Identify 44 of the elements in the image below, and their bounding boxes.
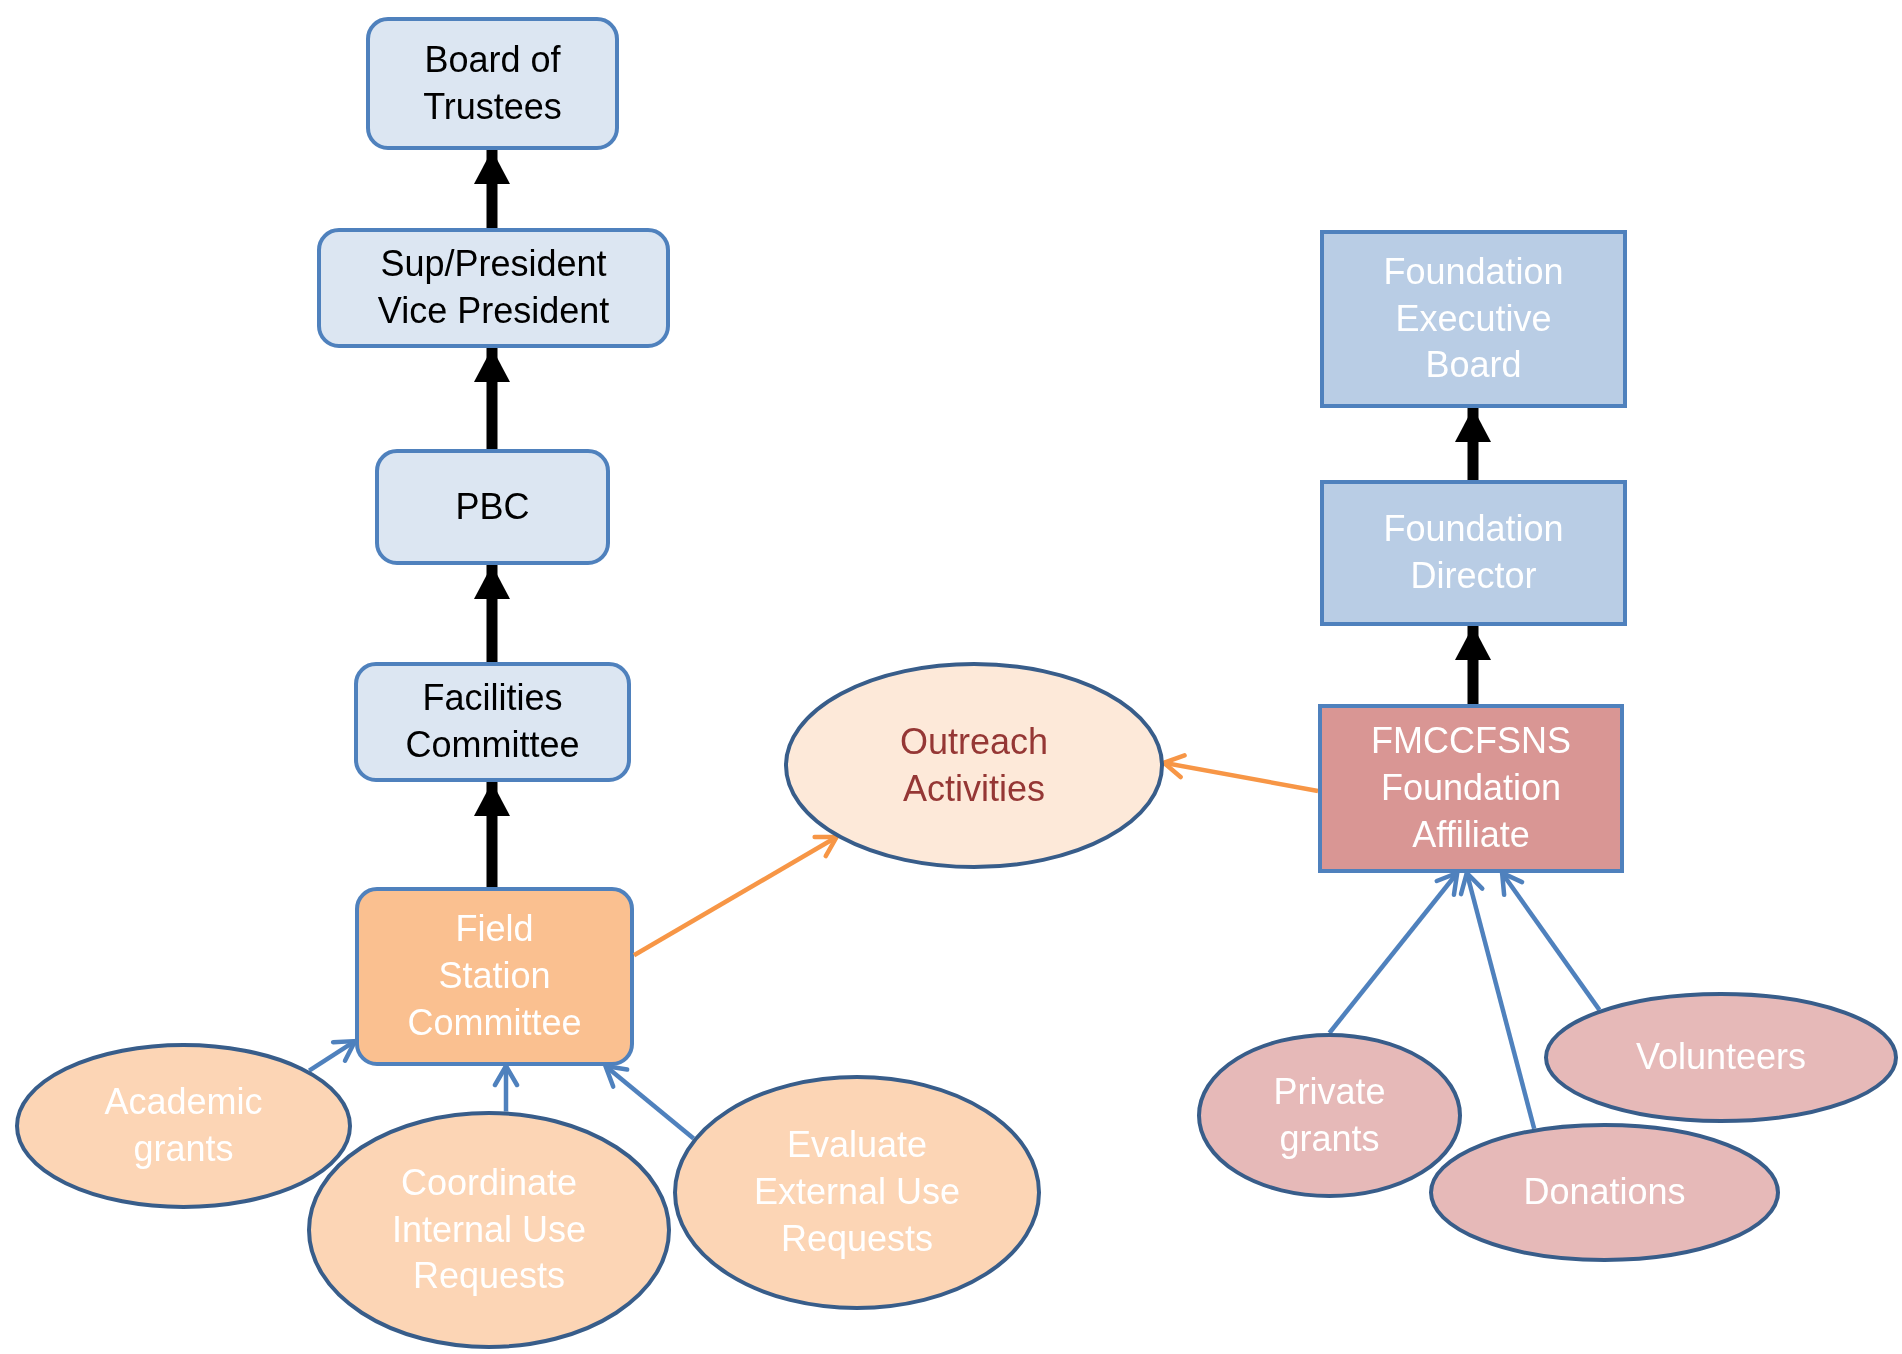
node-label: Foundation Executive Board <box>1382 249 1565 388</box>
node-label: Board of Trustees <box>422 37 563 129</box>
ellipse-node <box>673 1075 1041 1310</box>
arrow <box>474 782 510 887</box>
ellipse-node <box>1197 1033 1462 1198</box>
rounded-box-node <box>317 228 670 348</box>
rounded-box-node <box>366 17 619 150</box>
arrow <box>1455 408 1491 480</box>
rounded-box-node <box>355 887 634 1066</box>
node-label: Evaluate External Use Requests <box>752 1123 962 1261</box>
arrow <box>1327 870 1460 1035</box>
arrow <box>474 150 510 228</box>
node-label: Sup/President Vice President <box>376 242 611 333</box>
ellipse-node <box>784 662 1164 869</box>
ellipse-node <box>1429 1123 1780 1262</box>
rounded-box-node <box>375 449 610 565</box>
node-label: Facilities Committee <box>404 676 581 767</box>
arrow <box>474 565 510 662</box>
arrow <box>474 348 510 449</box>
arrow <box>1161 753 1319 794</box>
node-label: PBC <box>455 484 530 529</box>
arrow <box>1455 626 1491 704</box>
arrow <box>492 1063 520 1112</box>
node-label: Volunteers <box>1635 1035 1807 1080</box>
node-label: Field Station Committee <box>406 907 583 1045</box>
box-node <box>1318 704 1624 873</box>
arrow <box>1458 870 1537 1130</box>
rounded-box-node <box>354 662 631 782</box>
box-node <box>1320 480 1627 626</box>
ellipse-node <box>307 1111 671 1349</box>
arrow <box>1499 870 1602 1012</box>
arrow <box>603 1063 696 1141</box>
arrow <box>632 834 839 958</box>
node-label: Foundation Director <box>1382 507 1565 598</box>
box-node <box>1320 230 1627 408</box>
node-label: Outreach Activities <box>898 719 1050 811</box>
node-label: Donations <box>1523 1170 1686 1215</box>
node-label: Academic grants <box>103 1080 264 1171</box>
node-label: FMCCFSNS Foundation Affiliate <box>1370 719 1572 857</box>
arrow <box>307 1038 358 1073</box>
node-label: Coordinate Internal Use Requests <box>390 1160 588 1299</box>
node-label: Private grants <box>1272 1069 1387 1161</box>
ellipse-node <box>15 1043 352 1209</box>
ellipse-node <box>1544 992 1898 1123</box>
